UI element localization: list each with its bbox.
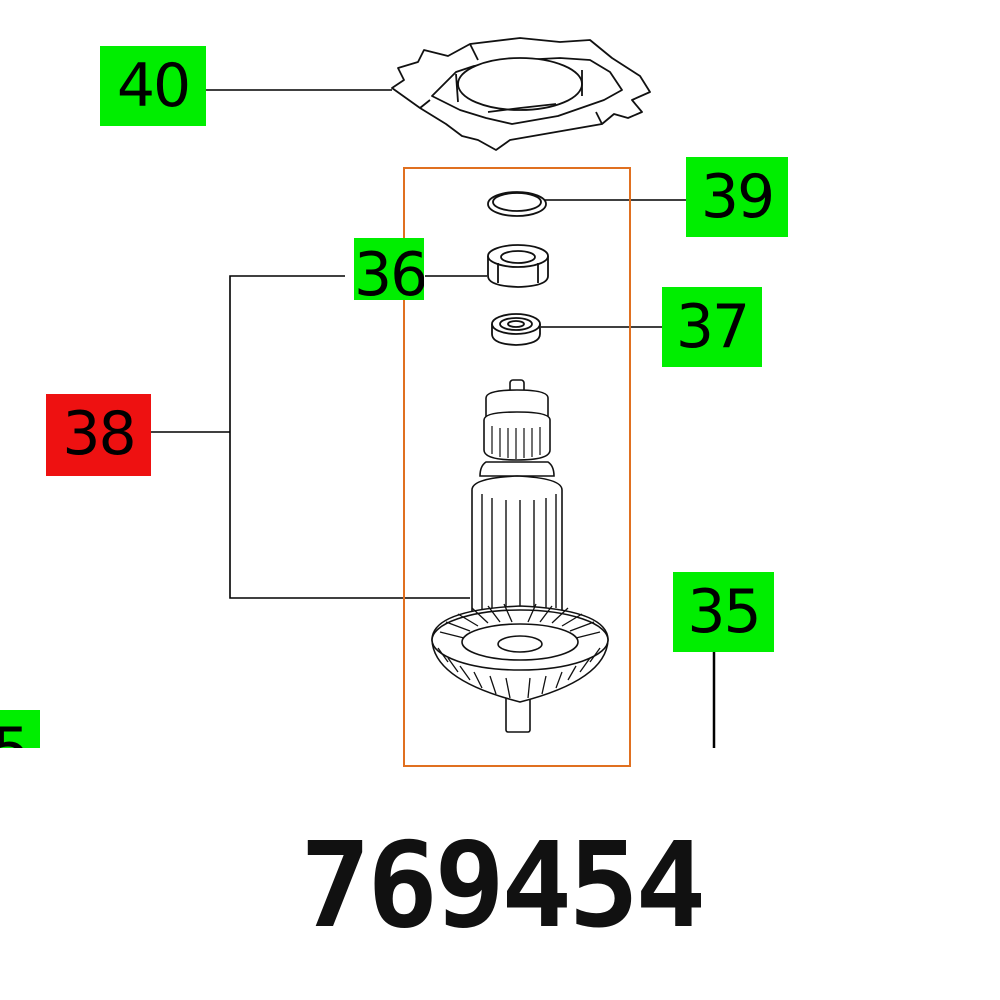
- callout-35[interactable]: 35: [673, 572, 774, 652]
- leader-lines: [151, 89, 716, 748]
- leader-38-bracket: [229, 275, 470, 599]
- selection-frame: [403, 167, 631, 767]
- callout-39[interactable]: 39: [686, 157, 788, 237]
- gear-teeth: [437, 603, 601, 699]
- retaining-ring-part-39[interactable]: [487, 191, 547, 217]
- callout-40[interactable]: 40: [100, 46, 206, 126]
- commutator-bars: [491, 426, 541, 459]
- ball-bearing-part-37[interactable]: [491, 313, 541, 346]
- part-number: 769454: [300, 816, 706, 954]
- callout-37[interactable]: 37: [662, 287, 762, 367]
- gasket-plate-part-40[interactable]: [391, 37, 651, 151]
- bearing-sleeve-part-36[interactable]: [487, 244, 549, 288]
- callout-partial-5[interactable]: 5: [0, 710, 40, 748]
- bevel-gear-part-35[interactable]: [431, 603, 609, 733]
- armature-lamination-slots: [481, 494, 557, 621]
- callout-36[interactable]: 36: [354, 238, 424, 300]
- armature-part-38[interactable]: [471, 379, 563, 645]
- callout-38[interactable]: 38: [46, 394, 151, 476]
